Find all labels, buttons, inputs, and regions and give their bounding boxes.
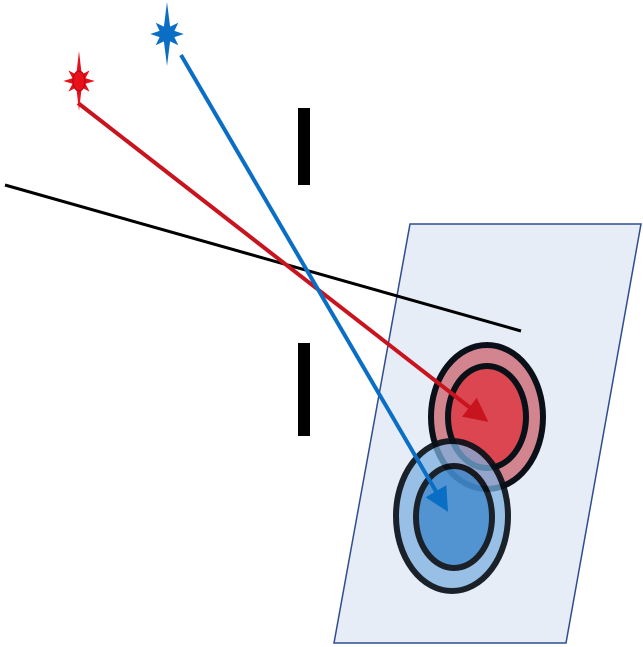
aperture-bottom-bar <box>298 343 310 436</box>
aperture-top-bar <box>298 108 310 185</box>
blue-source-star-icon <box>150 2 184 66</box>
star-core <box>72 70 86 92</box>
optical-axis-line <box>4 183 522 333</box>
blue-ray-arrow <box>179 53 449 512</box>
star-burst-shape <box>150 2 184 66</box>
red-source-star-icon <box>63 51 95 111</box>
blue-inner-spot <box>413 463 495 571</box>
red-ray-arrow <box>76 101 489 422</box>
blue-image-spot <box>393 438 511 594</box>
